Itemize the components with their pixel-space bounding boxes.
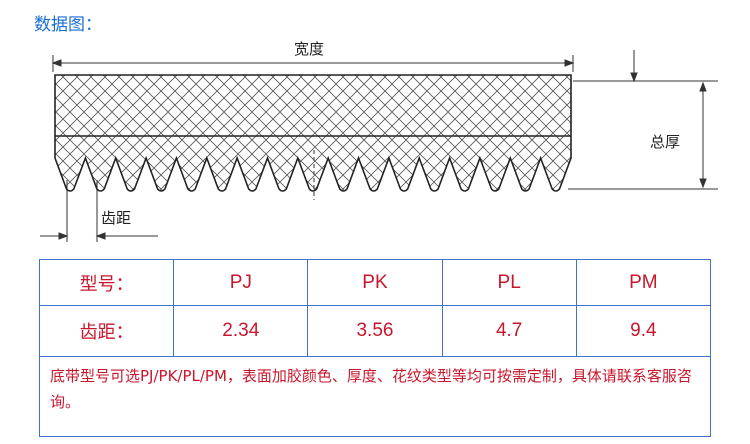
type-header: 型号：	[38, 259, 175, 306]
pitch-cell: 9.4	[575, 305, 712, 357]
section-heading: 数据图：	[34, 15, 102, 35]
pitch-cell: 2.34	[173, 305, 309, 357]
type-cell: PJ	[173, 259, 309, 306]
belt-cross-section-diagram	[40, 50, 718, 242]
total-thickness-label: 总厚	[650, 133, 681, 151]
pitch-label: 齿距	[101, 209, 132, 227]
pitch-cell: 4.7	[441, 305, 577, 357]
pitch-cell: 3.56	[307, 305, 443, 357]
pitch-header: 齿距：	[38, 305, 175, 357]
pitch-row: 齿距： 2.34 3.56 4.7 9.4	[38, 305, 712, 357]
type-cell: PL	[441, 259, 577, 306]
spec-table: 型号： PJ PK PL PM 齿距： 2.34 3.56 4.7 9.4 底带…	[38, 259, 712, 437]
note-row: 底带型号可选PJ/PK/PL/PM，表面加胶颜色、厚度、花纹类型等均可按需定制，…	[39, 356, 711, 437]
type-cell: PK	[307, 259, 443, 306]
belt-body	[54, 74, 572, 192]
type-row: 型号： PJ PK PL PM	[38, 259, 712, 306]
type-cell: PM	[575, 259, 712, 306]
customization-note: 底带型号可选PJ/PK/PL/PM，表面加胶颜色、厚度、花纹类型等均可按需定制，…	[39, 356, 711, 437]
width-label: 宽度	[294, 40, 325, 58]
